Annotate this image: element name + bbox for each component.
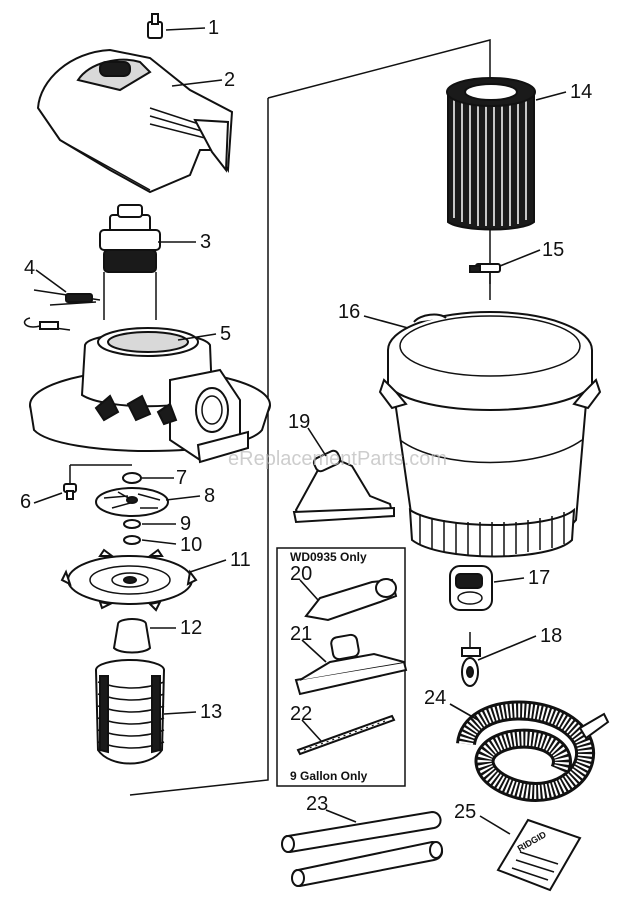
part-spacer <box>123 535 141 545</box>
assembly-guide-line-left <box>129 98 269 796</box>
part-power-cord <box>23 289 101 331</box>
part-cartridge-filter <box>446 77 536 231</box>
part-filter-retainer <box>469 263 501 284</box>
part-washer <box>123 519 141 529</box>
watermark: eReplacementParts.com <box>228 448 447 470</box>
callout-17: 17 <box>528 567 550 589</box>
accessory-box-top-label: WD0935 Only <box>290 550 367 564</box>
callout-21: 21 <box>290 623 312 645</box>
callout-18: 18 <box>540 625 562 647</box>
callout-3: 3 <box>200 231 211 253</box>
accessory-box-bottom-label: 9 Gallon Only <box>290 769 368 783</box>
callout-22: 22 <box>290 703 312 725</box>
accessory-box: WD0935 Only 9 Gallon Only <box>276 547 406 787</box>
callout-4: 4 <box>24 257 35 279</box>
callout-24: 24 <box>424 687 446 709</box>
part-motor-cover <box>36 48 234 194</box>
part-extension-wands <box>281 810 443 888</box>
part-squeegee-strip <box>296 714 396 756</box>
part-nut <box>122 472 142 484</box>
callout-15: 15 <box>542 239 564 261</box>
callout-14: 14 <box>570 81 592 103</box>
part-caster <box>461 632 481 687</box>
part-motor <box>99 204 161 320</box>
part-owners-manual: RIDGID <box>496 818 582 892</box>
part-floor-nozzle <box>292 449 395 524</box>
part-collection-tank <box>378 311 602 558</box>
callout-20: 20 <box>290 563 312 585</box>
callouts: 1 2 3 4 5 6 7 8 9 10 11 12 13 14 15 16 1 <box>20 17 592 835</box>
callout-6: 6 <box>20 491 31 513</box>
part-float-cage <box>95 659 165 765</box>
callout-7: 7 <box>176 467 187 489</box>
callout-1: 1 <box>208 17 219 39</box>
part-hose <box>456 700 610 802</box>
callout-19: 19 <box>288 411 310 433</box>
part-lid <box>29 327 271 464</box>
part-screw <box>63 464 132 500</box>
callout-23: 23 <box>306 793 328 815</box>
callout-12: 12 <box>180 617 202 639</box>
part-float <box>112 618 152 654</box>
callout-5: 5 <box>220 323 231 345</box>
callout-16: 16 <box>338 301 360 323</box>
part-utility-nozzle <box>294 633 408 696</box>
callout-11: 11 <box>230 549 251 571</box>
callout-9: 9 <box>180 513 191 535</box>
callout-2: 2 <box>224 69 235 91</box>
part-switch <box>147 13 163 39</box>
callout-8: 8 <box>204 485 215 507</box>
part-drain-cap <box>449 565 493 611</box>
callout-10: 10 <box>180 534 202 556</box>
part-filter-plate <box>60 548 198 612</box>
part-crevice-tool <box>304 578 398 622</box>
part-impeller <box>95 487 169 517</box>
callout-13: 13 <box>200 701 222 723</box>
callout-25: 25 <box>454 801 476 823</box>
